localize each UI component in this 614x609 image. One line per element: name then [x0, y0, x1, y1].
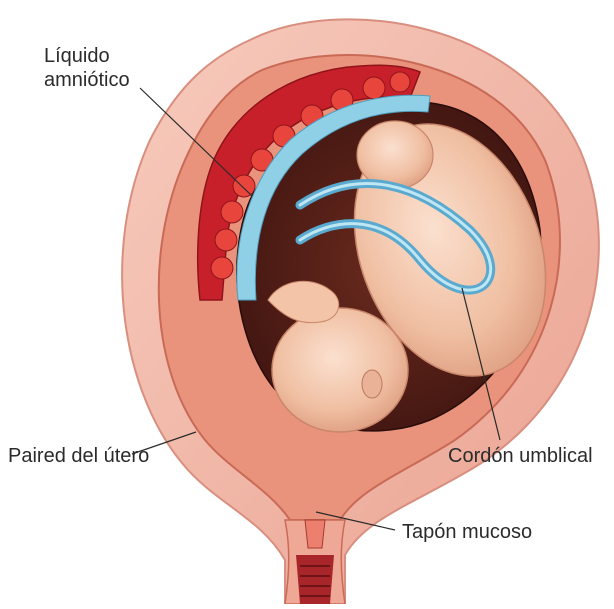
label-liquido-line2: amniótico: [44, 68, 130, 92]
mucus-plug: [305, 520, 325, 548]
cervix: [285, 520, 345, 604]
label-tapon-mucoso: Tapón mucoso: [402, 520, 532, 544]
label-pared-utero: Paired del útero: [8, 444, 149, 468]
label-cordon-umbilical: Cordón umblical: [448, 444, 593, 468]
label-liquido-amniotico: Líquido amniótico: [44, 44, 130, 92]
label-liquido-line1: Líquido: [44, 44, 130, 68]
